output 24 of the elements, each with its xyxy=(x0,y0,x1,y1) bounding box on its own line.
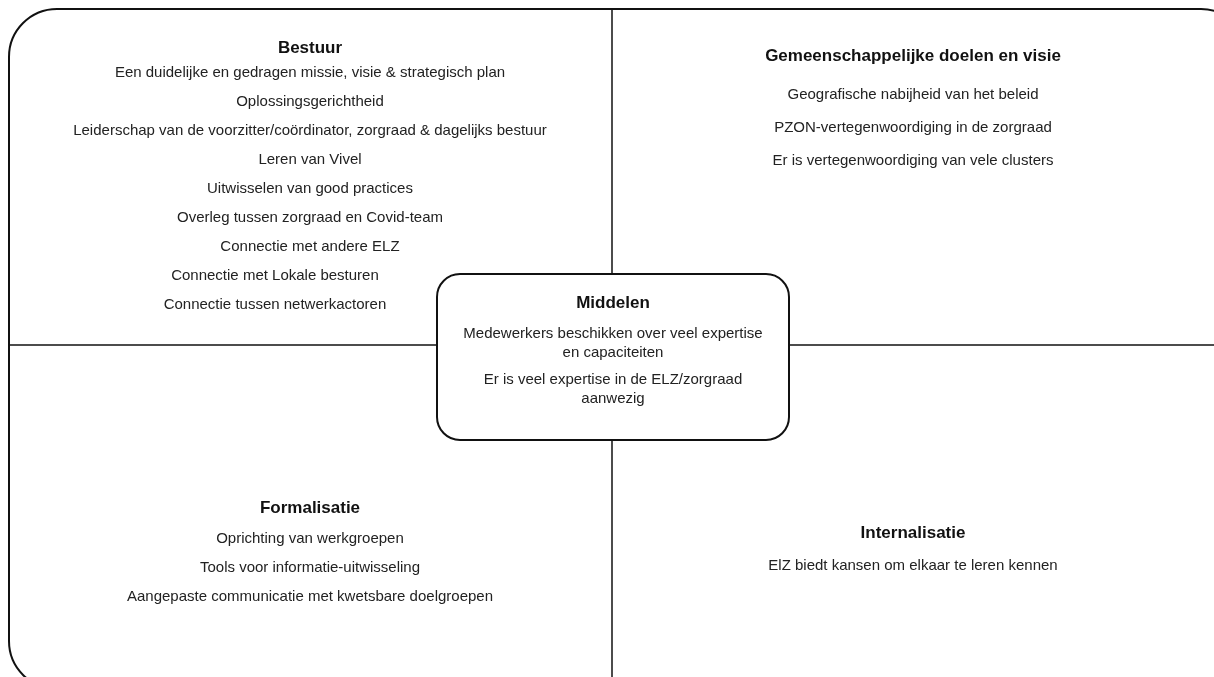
list-item: PZON-vertegenwoordiging in de zorgraad xyxy=(774,117,1052,136)
list-item: Er is veel expertise in de ELZ/zorgraad aanwezig xyxy=(482,369,744,407)
list-item: ElZ biedt kansen om elkaar te leren kennen xyxy=(768,555,1058,574)
list-item: Connectie met Lokale besturen xyxy=(171,265,379,284)
list-item: Oplossingsgerichtheid xyxy=(236,91,384,110)
list-item: Uitwisselen van good practices xyxy=(207,178,413,197)
list-item: Oprichting van werkgroepen xyxy=(216,528,404,547)
section-heading: Bestuur xyxy=(277,38,343,58)
section-heading: Internalisatie xyxy=(860,523,966,543)
list-item: Connectie met andere ELZ xyxy=(220,236,400,255)
list-item: Er is vertegenwoordiging van vele clusters xyxy=(772,150,1054,169)
list-item: Leren van Vivel xyxy=(258,149,362,168)
section-heading: Middelen xyxy=(576,293,650,313)
list-item: Geografische nabijheid van het beleid xyxy=(787,84,1039,103)
list-item: Overleg tussen zorgraad en Covid-team xyxy=(177,207,443,226)
rounded-box xyxy=(436,273,790,441)
list-item: Aangepaste communicatie met kwetsbare doelgroepen xyxy=(126,586,494,605)
list-item: Een duidelijke en gedragen missie, visie & strategisch plan xyxy=(114,62,506,81)
section-heading: Gemeenschappelijke doelen en visie xyxy=(765,46,1061,66)
list-item: Connectie tussen netwerkactoren xyxy=(163,294,387,313)
list-item: Tools voor informatie-uitwisseling xyxy=(199,557,421,576)
section-heading: Formalisatie xyxy=(259,498,361,518)
list-item: Medewerkers beschikken over veel expertise en capaciteiten xyxy=(462,323,764,361)
list-item: Leiderschap van de voorzitter/coördinator, zorgraad & dagelijks bestuur xyxy=(73,120,547,139)
